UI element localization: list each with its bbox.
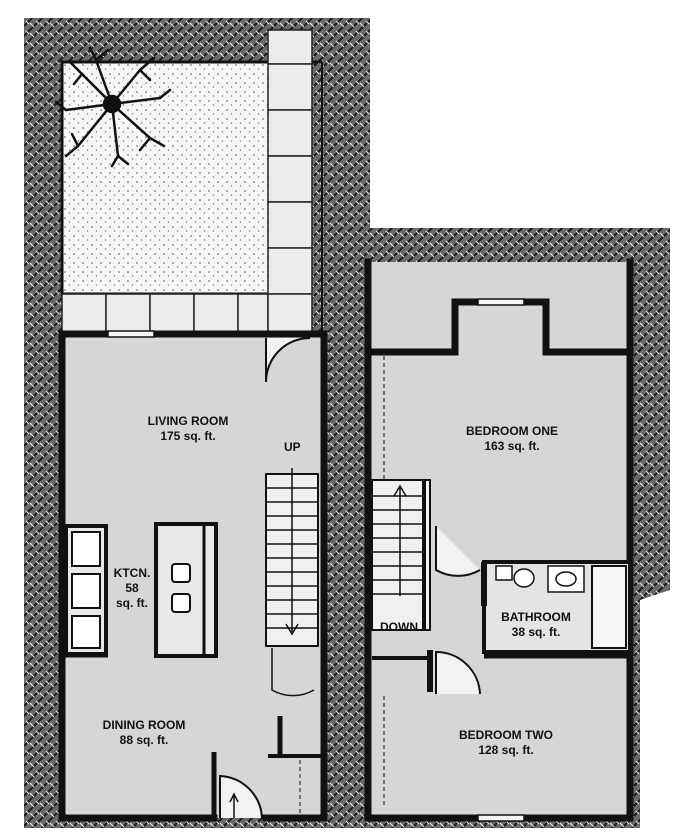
kitchen-label: KTCN. 58 sq. ft. [114, 566, 151, 611]
kitchen-area-unit: sq. ft. [115, 596, 148, 610]
bedroom-one-label: BEDROOM ONE 163 sq. ft. [466, 424, 558, 454]
first-floor [58, 330, 328, 822]
kitchen-name: KTCN. [113, 566, 151, 580]
bathroom-area: 38 sq. ft. [511, 625, 561, 639]
bathroom-label: BATHROOM 38 sq. ft. [501, 610, 571, 640]
second-floor [364, 258, 634, 822]
patio [60, 29, 323, 335]
kitchen-area-number: 58 [125, 581, 139, 595]
bedroom-one-name: BEDROOM ONE [465, 424, 559, 438]
bedroom-two-area: 128 sq. ft. [478, 743, 534, 757]
living-room-name: LIVING ROOM [147, 414, 229, 428]
bedroom-two-label: BEDROOM TWO 128 sq. ft. [459, 728, 553, 758]
stair-up-label: UP [284, 440, 301, 454]
stair-down-label: DOWN [380, 620, 418, 634]
bathroom-name: BATHROOM [501, 610, 571, 624]
dining-room-name: DINING ROOM [102, 718, 186, 732]
living-room-area: 175 sq. ft. [160, 429, 216, 443]
bedroom-two-name: BEDROOM TWO [459, 728, 553, 742]
dining-room-area: 88 sq. ft. [119, 733, 169, 747]
tree-icon [54, 46, 172, 168]
living-room-label: LIVING ROOM 175 sq. ft. [148, 414, 229, 444]
bedroom-one-area: 163 sq. ft. [484, 439, 540, 453]
dining-room-label: DINING ROOM 88 sq. ft. [103, 718, 186, 748]
